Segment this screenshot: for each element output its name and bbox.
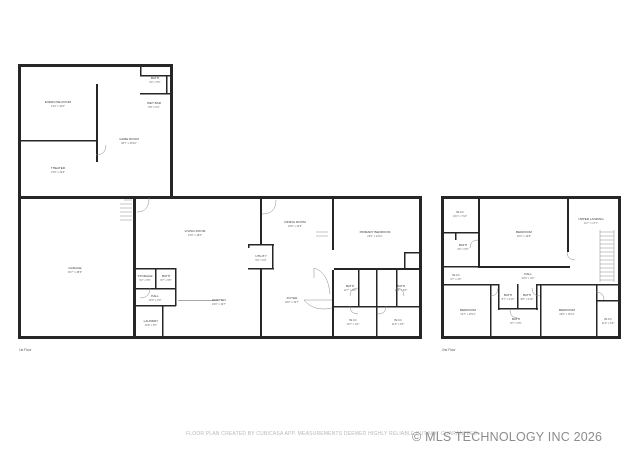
room-dims: 31'0" x 18'0" [188, 233, 202, 237]
room-dims: 23'0" x 4'0" [522, 276, 535, 280]
room-name: W.I.C [456, 210, 464, 214]
room-dims: 10'7" x 9'2" [347, 322, 360, 326]
room-dims: 8'7" x 6'5" [510, 321, 521, 325]
room-dims: 5'2" x 5'5" [139, 278, 150, 282]
room-name: BEDROOM [460, 308, 476, 312]
room-dims: 11'5" x 8'0" [395, 288, 408, 292]
floor-label: 2nd Floor [442, 348, 456, 352]
room-name: UTILITY [255, 254, 267, 258]
room-dims: 8'8" x 6'4" [148, 105, 159, 109]
room-dims: 8'8" x 6'10" [521, 297, 534, 301]
second-floor-labels: W.I.C 19'4" x 7'10" BATH 9'6" x 9'5" BED… [442, 210, 614, 352]
room-name: BATH [504, 293, 512, 297]
room-dims: 19'0" x 6'0" [149, 298, 162, 302]
room-dims: 13'0" x 16'6" [51, 170, 65, 174]
room-dims: 30'7" x 38'3" [68, 270, 82, 274]
room-dims: 19'4" x 7'10" [453, 214, 467, 218]
room-name: BATH [162, 274, 170, 278]
room-name: BATH [397, 284, 405, 288]
room-dims: 8'7" x 5'5" [160, 278, 171, 282]
room-dims: 8'7" x 6'10" [502, 297, 515, 301]
room-name: BEDROOM [516, 230, 532, 234]
room-dims: 13'0" x 30'0" [51, 104, 65, 108]
room-name: BATH [512, 317, 520, 321]
room-name: BATH [459, 243, 467, 247]
room-name: W.I.C [394, 318, 402, 322]
first-floor-details [95, 144, 405, 315]
room-name: HALL [524, 272, 532, 276]
room-name: W.I.C [604, 317, 612, 321]
room-name: BATH [151, 76, 159, 80]
room-name: LAUNDRY [144, 319, 159, 323]
floor-label: 1st Floor [19, 348, 32, 352]
room-dims: 22'0" x 14'11" [367, 234, 383, 238]
room-dims: 16'7" x 15'11" [460, 312, 476, 316]
room-dims: 16'8" x 13'6" [288, 224, 302, 228]
room-dims: 9'0" x 5'5" [149, 80, 160, 84]
room-name: LIVING ROOM [185, 229, 206, 233]
room-dims: 5'0" x 6'0" [255, 258, 266, 262]
room-name: W.I.C [349, 318, 357, 322]
room-name: BATH [346, 284, 354, 288]
first-floor-labels: EXERCISE ROOM 13'0" x 30'0" THEATER 13'0… [19, 76, 407, 352]
second-floor-walls [441, 196, 621, 339]
room-name: EXERCISE ROOM [45, 100, 72, 104]
room-name: HALL [151, 294, 159, 298]
room-name: STORAGE [137, 274, 152, 278]
copyright-watermark: © MLS TECHNOLOGY INC 2026 [412, 430, 603, 444]
room-dims: 38'7" x 30'10" [121, 141, 137, 145]
room-dims: 20'2" x 19'8" [517, 234, 531, 238]
room-name: WET BAR [147, 101, 162, 105]
room-name: GARAGE [68, 266, 81, 270]
room-dims: 6'7" x 4'6" [450, 277, 461, 281]
disclaimer-text: FLOOR PLAN CREATED BY CUBICASA APP. MEAS… [186, 431, 480, 437]
room-name: BEDROOM [559, 308, 575, 312]
room-name: UPPER LANDING [578, 217, 604, 221]
room-name: GAME ROOM [119, 137, 139, 141]
room-dims: 11'0" x 6'9" [602, 321, 615, 325]
room-dims: 18'6" x 15'11" [559, 312, 575, 316]
room-dims: 24'0" x 19'7" [212, 302, 226, 306]
room-dims: 11'0" x 9'3" [392, 322, 405, 326]
room-name: BATH [523, 293, 531, 297]
room-dims: 10'8" x 8'7" [145, 323, 158, 327]
room-dims: 9'6" x 9'5" [457, 247, 468, 251]
room-name: DINING ROOM [284, 220, 306, 224]
second-floor-details [469, 230, 615, 319]
room-name: PRIMARY BEDROOM [360, 230, 391, 234]
room-dims: 12'7" x 8'0" [344, 288, 357, 292]
room-name: FOYER [287, 296, 298, 300]
room-name: W.I.C [452, 273, 460, 277]
room-dims: 18'0" x 16'7" [285, 300, 299, 304]
room-name: KITCHEN [212, 298, 226, 302]
room-name: THEATER [51, 166, 66, 170]
room-dims: 11'7" x 17'7" [584, 221, 598, 225]
